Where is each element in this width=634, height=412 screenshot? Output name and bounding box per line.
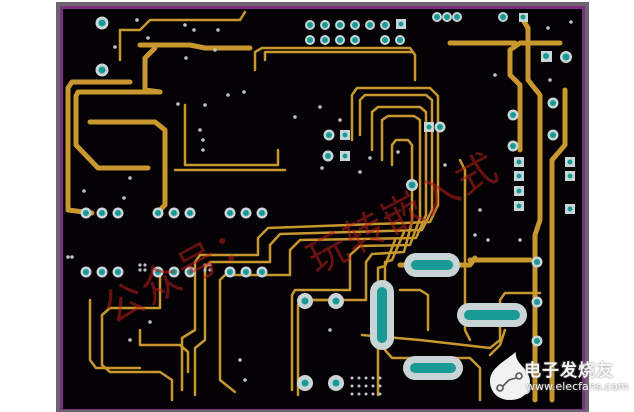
- elecfans-logo-name: 电子发烧友: [524, 361, 614, 381]
- pcb-board: 公众号： 玩转嵌入式: [63, 9, 582, 409]
- elecfans-logo-icon: [490, 352, 530, 400]
- pcb-traces: [65, 10, 575, 403]
- elecfans-logo-url: www.elecfans.com: [526, 380, 629, 393]
